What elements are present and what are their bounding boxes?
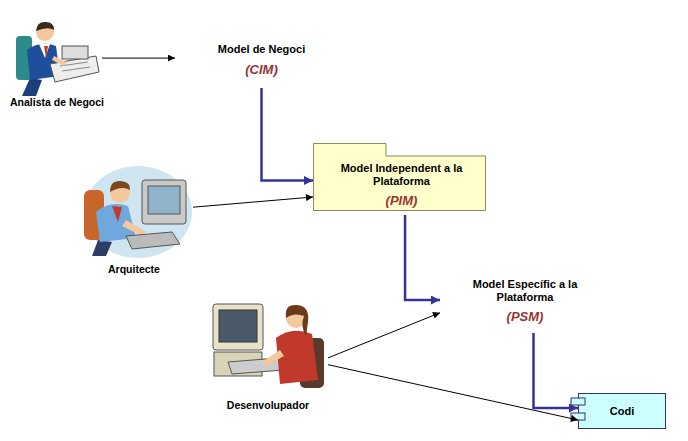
tie — [44, 46, 48, 58]
model-name: Model de Negoci — [218, 43, 305, 56]
business-analyst: Analista de Negoci — [12, 12, 102, 108]
folder-shape — [314, 144, 486, 211]
person-legs — [92, 240, 112, 256]
office-machine — [62, 46, 88, 59]
person-jacket — [276, 331, 318, 384]
component-notch — [571, 398, 585, 405]
person-legs — [22, 78, 42, 96]
tie — [112, 206, 122, 222]
person-arm — [52, 56, 66, 66]
transformation-arrow — [405, 215, 440, 300]
role-arrow — [328, 365, 578, 420]
component-notch — [571, 413, 585, 420]
keyboard — [126, 232, 180, 249]
monitor-screen — [148, 186, 180, 214]
computer-monitor — [213, 304, 263, 350]
model-package: Model de Negoci (CIM) — [175, 20, 348, 88]
code-component: Codi — [578, 393, 666, 429]
role-arrow — [328, 313, 440, 358]
model-acronym: (PSM) — [507, 310, 544, 325]
model-package: Model Independent a la Plataforma (PIM) — [313, 143, 490, 215]
model-package: Model Específic a la Plataforma (PSM) — [440, 258, 610, 333]
desk-papers — [50, 56, 99, 82]
transformation-arrow — [534, 333, 579, 408]
backdrop-oval — [84, 166, 192, 258]
architect: Arquitecte — [75, 162, 193, 275]
role-label: Arquitecte — [108, 263, 160, 275]
computer-monitor — [142, 180, 186, 224]
person-hair — [286, 305, 309, 336]
component-label: Codi — [610, 405, 634, 418]
person-hair — [110, 181, 130, 192]
person-arm — [262, 350, 284, 366]
model-acronym: (PIM) — [386, 194, 418, 209]
monitor-screen — [219, 310, 257, 342]
person-hair — [36, 22, 54, 31]
role-arrow — [193, 197, 313, 207]
model-acronym: (CIM) — [245, 63, 278, 78]
transformation-arrow — [262, 88, 314, 180]
component-symbol — [579, 394, 669, 441]
role-label: Desenvolupador — [227, 399, 309, 411]
paper-line — [62, 67, 90, 71]
role-arrow — [102, 58, 175, 59]
model-name: Model Específic a la Plataforma — [456, 278, 594, 303]
role-label: Analista de Negoci — [10, 96, 104, 108]
shirt-collar — [39, 44, 50, 58]
developer: Desenvolupador — [208, 298, 328, 411]
model-name: Model Independent a la Plataforma — [329, 162, 474, 187]
